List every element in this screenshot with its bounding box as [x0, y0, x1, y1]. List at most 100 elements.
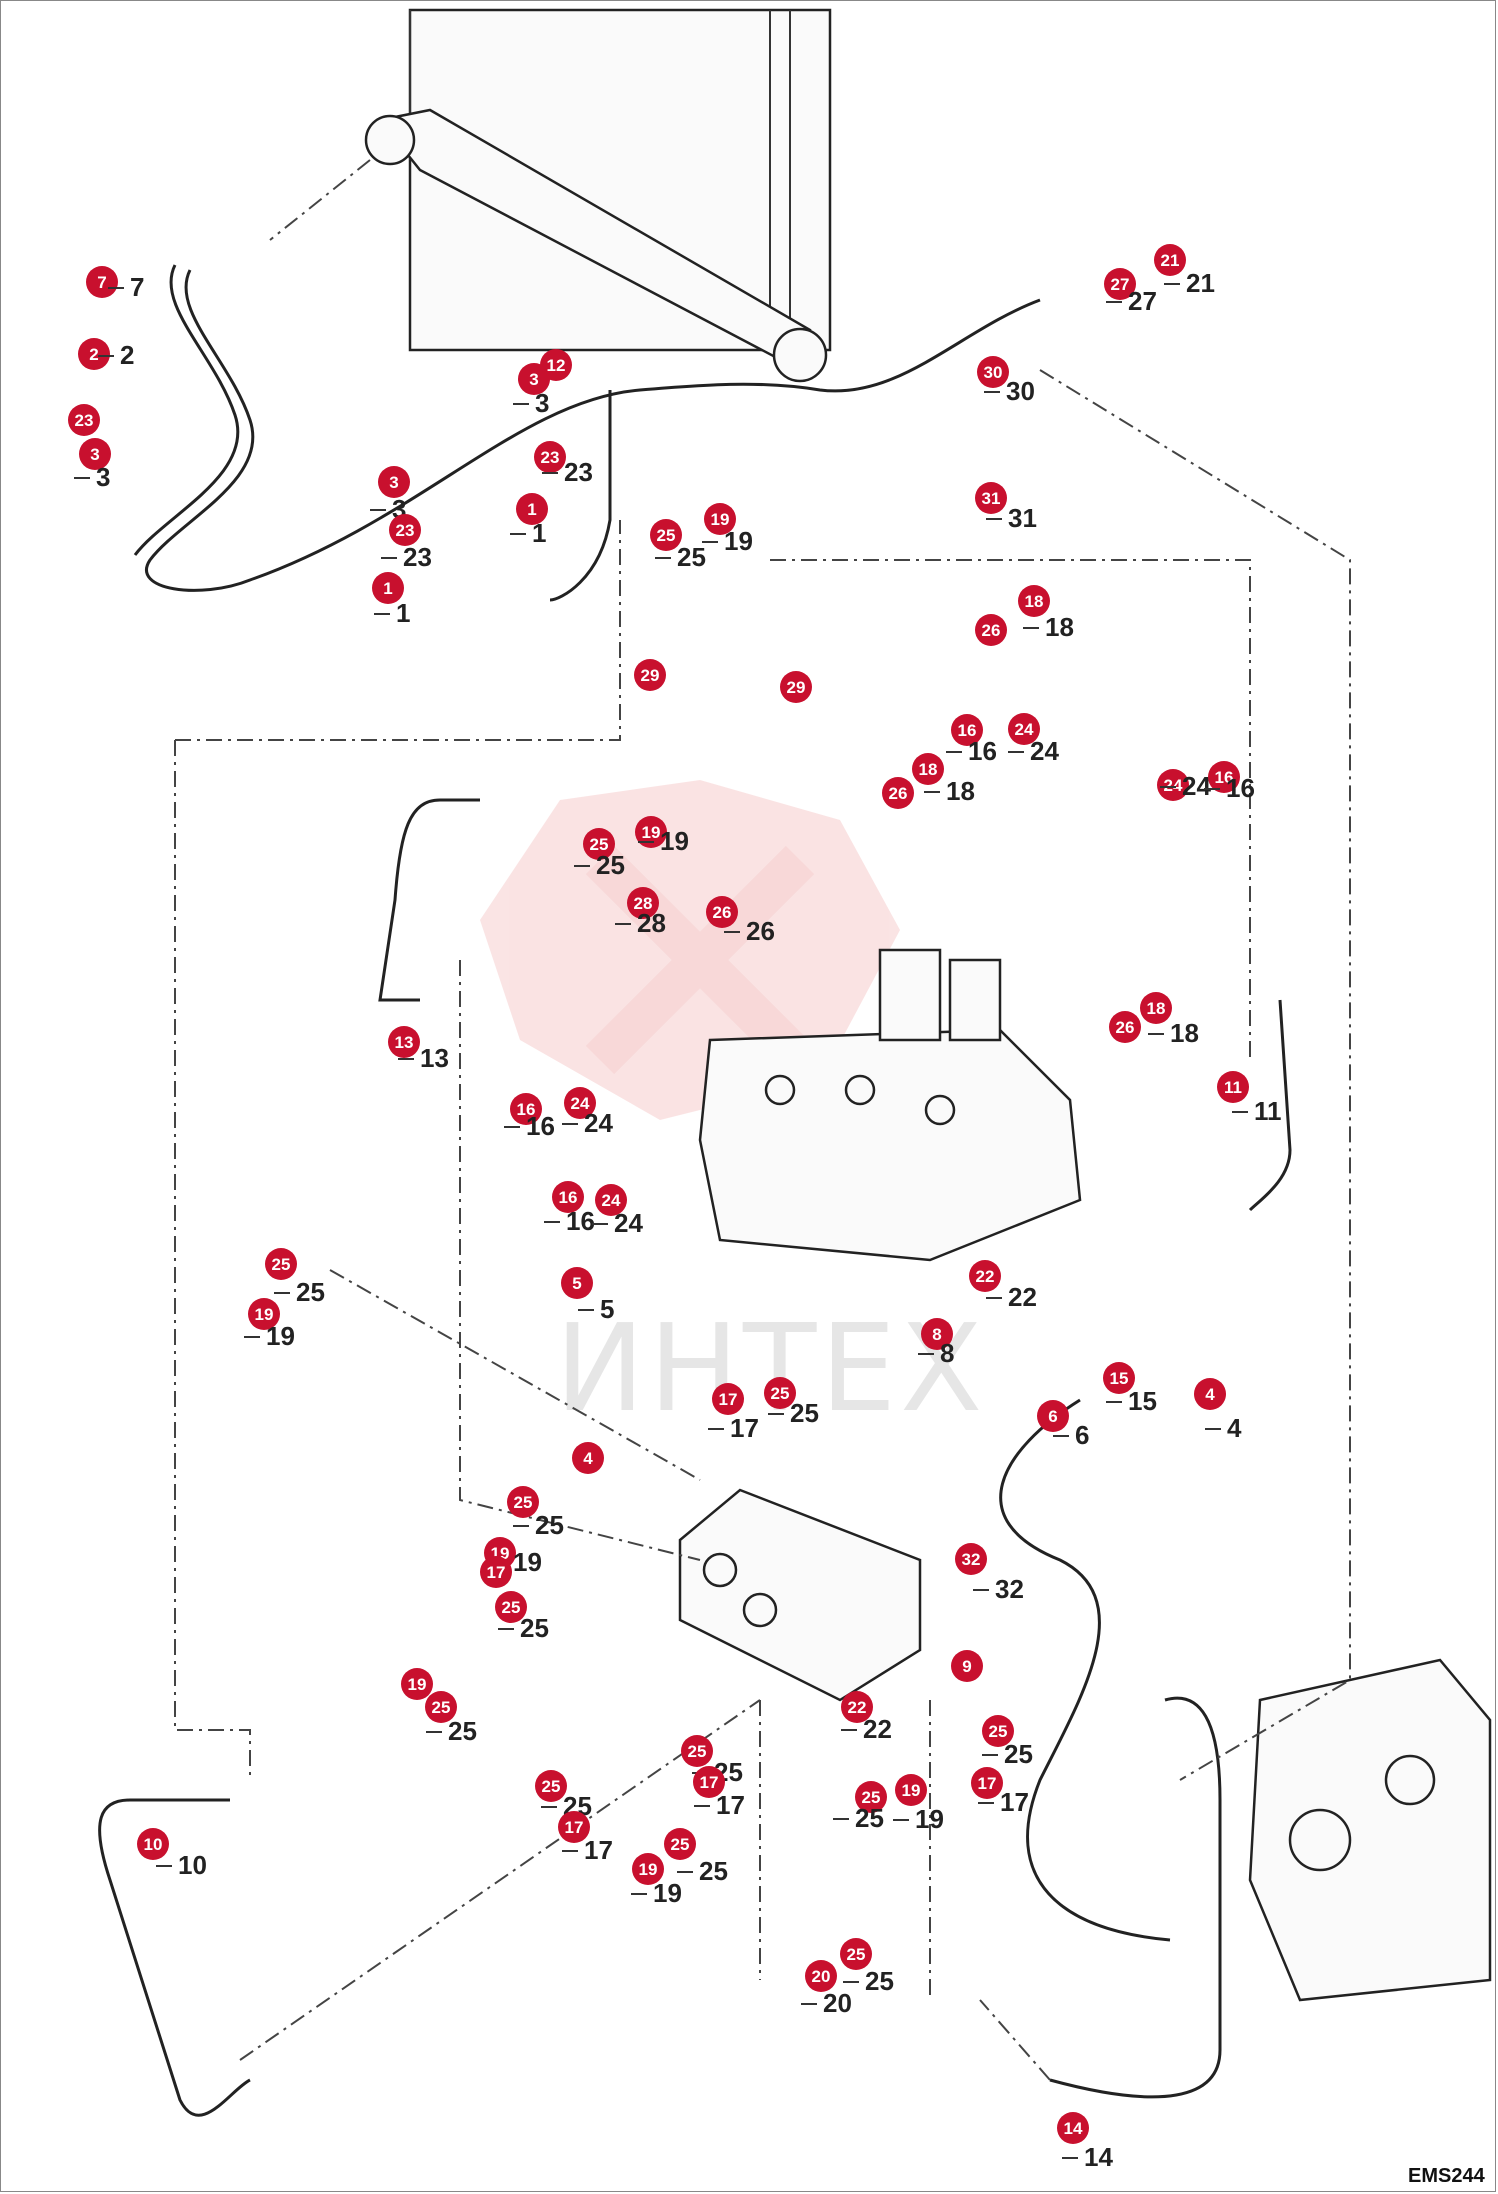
callout-badge	[1037, 1400, 1069, 1432]
callout-badge-number: 18	[1025, 592, 1044, 611]
part-number: 18	[946, 776, 975, 806]
callout-p4a: 44	[1194, 1378, 1242, 1443]
part-number: 1	[396, 598, 410, 628]
callout-badge	[389, 514, 421, 546]
callout-badge	[982, 1715, 1014, 1747]
part-number: 18	[1170, 1018, 1199, 1048]
callout-badge-number: 25	[688, 1742, 707, 1761]
callout-badge-number: 29	[787, 678, 806, 697]
part-number: 24	[584, 1108, 613, 1138]
callout-badge-number: 24	[571, 1094, 590, 1113]
callout-p23a: 23	[68, 404, 100, 436]
callout-badge	[1103, 1362, 1135, 1394]
callout-p29a: 29	[634, 659, 666, 691]
callout-badge	[1194, 1378, 1226, 1410]
part-number: 25	[790, 1398, 819, 1428]
part-number: 25	[296, 1277, 325, 1307]
callout-badge	[841, 1691, 873, 1723]
part-number: 25	[855, 1803, 884, 1833]
callout-badge	[895, 1774, 927, 1806]
callout-badge	[921, 1318, 953, 1350]
callout-badge-number: 16	[1215, 768, 1234, 787]
callout-badge	[558, 1811, 590, 1843]
callout-badge-number: 15	[1110, 1369, 1129, 1388]
callout-p1a: 11	[510, 493, 548, 548]
callout-badge	[372, 572, 404, 604]
part-number: 22	[863, 1714, 892, 1744]
part-number: 3	[535, 388, 549, 418]
callout-badge-number: 25	[272, 1255, 291, 1274]
callout-badge-number: 26	[713, 903, 732, 922]
callout-badge	[882, 777, 914, 809]
callout-badge-number: 29	[641, 666, 660, 685]
callout-p26d: 26	[1109, 1011, 1141, 1043]
callout-badge-number: 25	[590, 835, 609, 854]
callout-badge-number: 5	[572, 1274, 581, 1293]
callout-badge	[712, 1383, 744, 1415]
part-number: 16	[968, 736, 997, 766]
callout-p17b: 17	[480, 1556, 512, 1588]
callout-badge	[79, 438, 111, 470]
oil-cooler	[364, 8, 832, 383]
callout-badge-number: 23	[541, 448, 560, 467]
callout-badge-number: 19	[639, 1860, 658, 1879]
callout-badge-number: 22	[976, 1267, 995, 1286]
callout-badge-number: 18	[1147, 999, 1166, 1018]
callout-badge-number: 25	[847, 1945, 866, 1964]
part-number: 10	[178, 1850, 207, 1880]
part-number: 4	[1227, 1413, 1242, 1443]
part-number: 16	[526, 1111, 555, 1141]
callout-badge	[583, 828, 615, 860]
watermark-text: ИНТЕХ	[555, 1300, 986, 1439]
callout-badge	[704, 503, 736, 535]
callout-badge	[248, 1298, 280, 1330]
part-number: 15	[1128, 1386, 1157, 1416]
callout-badge-number: 20	[812, 1967, 831, 1986]
diagram-reference: EMS244	[1408, 2165, 1486, 2187]
callout-badge-number: 25	[432, 1698, 451, 1717]
callout-badge-number: 4	[1205, 1385, 1215, 1404]
callout-badge	[955, 1543, 987, 1575]
part-number: 20	[823, 1988, 852, 2018]
callout-badge-number: 14	[1064, 2119, 1083, 2138]
callout-badge-number: 25	[514, 1493, 533, 1512]
part-number: 32	[995, 1574, 1024, 1604]
callout-badge-number: 11	[1224, 1078, 1242, 1097]
callout-badge-number: 3	[389, 473, 398, 492]
part-number: 25	[699, 1856, 728, 1886]
routing-lines	[174, 159, 1351, 2081]
part-number: 17	[716, 1790, 745, 1820]
part-number: 19	[660, 826, 689, 856]
callout-badge	[516, 493, 548, 525]
part-number: 24	[1182, 771, 1211, 801]
callout-badge	[510, 1093, 542, 1125]
part-number: 5	[600, 1294, 614, 1324]
callout-badge-number: 21	[1161, 251, 1180, 270]
callout-badge	[764, 1377, 796, 1409]
callout-badge	[401, 1668, 433, 1700]
callout-p19e: 19	[401, 1668, 433, 1700]
part-number: 23	[564, 457, 593, 487]
callout-badge	[975, 482, 1007, 514]
callout-badge-number: 24	[1164, 776, 1183, 795]
callout-badge-number: 19	[642, 823, 661, 842]
